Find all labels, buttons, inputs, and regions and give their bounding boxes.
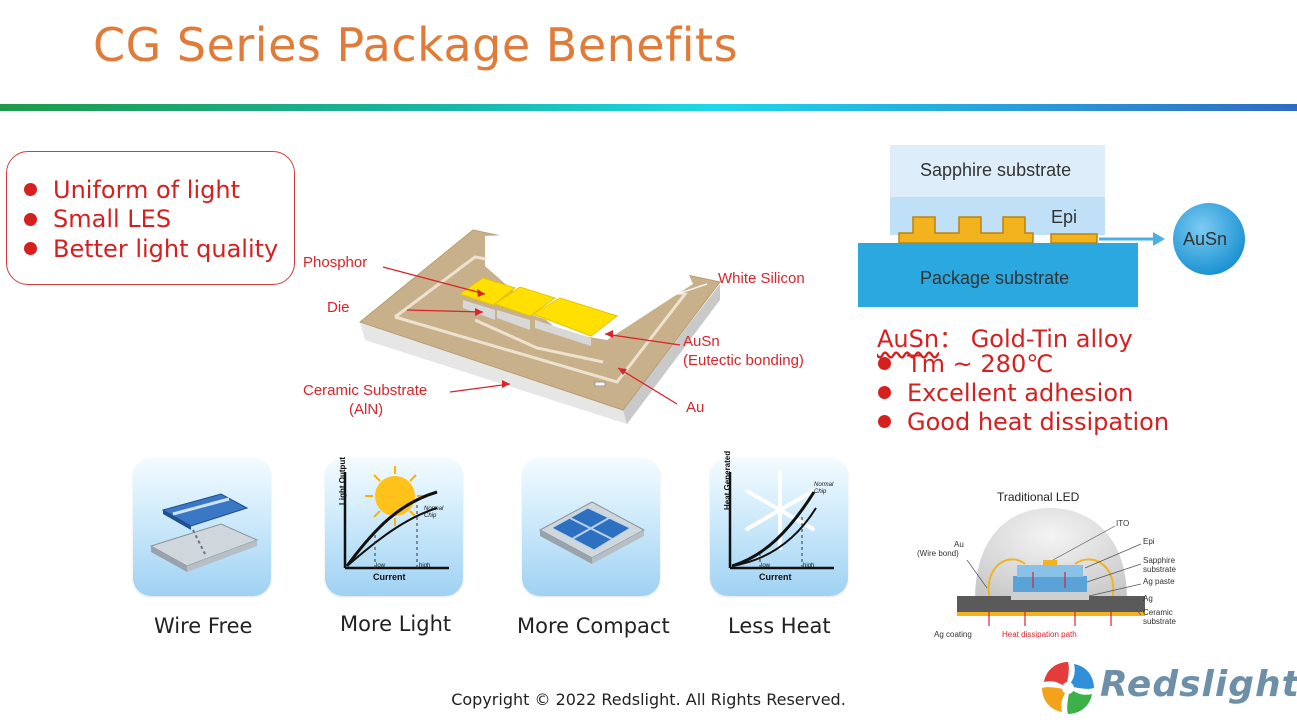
epi-label: Epi: [1051, 207, 1078, 227]
trad-label-ceramic-substrate: substrate: [1143, 617, 1176, 626]
ausn-definition: ： Gold-Tin alloy: [939, 325, 1133, 353]
less-heat-ylabel: Heat Generated: [723, 450, 732, 510]
trad-label-au: Au: [954, 540, 964, 549]
compact-icon: [522, 458, 660, 596]
trad-label-ag-coating: Ag coating: [934, 630, 972, 639]
ausn-item: Tm ~ 280℃: [878, 349, 1169, 378]
label-phosphor: Phosphor: [303, 254, 368, 271]
trad-label-sapphire-substrate: substrate: [1143, 565, 1176, 574]
redslight-logo-icon: [1038, 658, 1098, 718]
label-ausn: AuSn: [683, 333, 720, 350]
more-light-ylabel: Light Output: [338, 457, 347, 505]
ausn-item: Good heat dissipation: [878, 407, 1169, 436]
bullet-icon: [878, 357, 891, 370]
trad-label-heat-path: Heat dissipation path: [1002, 630, 1077, 639]
package-substrate-label: Package substrate: [920, 268, 1070, 288]
label-aln: (AlN): [349, 401, 384, 418]
benefit-item: Uniform of light: [24, 175, 278, 205]
label-ceramic: Ceramic Substrate: [303, 382, 428, 399]
copyright-text: Copyright © 2022 Redslight. All Rights R…: [451, 690, 846, 709]
benefits-box: [6, 151, 295, 285]
label-eutectic: (Eutectic bonding): [683, 352, 804, 369]
package-diagram: [358, 229, 721, 424]
feature-label-more-light: More Light: [340, 612, 452, 636]
label-die: Die: [327, 299, 350, 316]
ausn-bubble-label: AuSn: [1183, 229, 1228, 249]
sapphire-label: Sapphire substrate: [920, 160, 1072, 180]
ausn-term: AuSn: [877, 325, 940, 353]
label-white-silicon: White Silicon: [718, 270, 805, 287]
trad-label-epi: Epi: [1143, 537, 1155, 546]
cross-section-diagram: [858, 145, 1245, 307]
traditional-led-diagram: [905, 460, 1205, 648]
less-heat-high: high: [803, 563, 815, 569]
feature-label-less-heat: Less Heat: [728, 614, 831, 638]
benefits-list: Uniform of light Small LES Better light …: [24, 175, 278, 264]
feature-label-wire-free: Wire Free: [154, 614, 253, 638]
bullet-icon: [878, 386, 891, 399]
benefit-item: Small LES: [24, 205, 278, 235]
bullet-icon: [24, 212, 37, 226]
wire-free-icon: [133, 458, 271, 596]
trad-label-ceramic: Ceramic: [1143, 608, 1173, 617]
trad-label-ito: ITO: [1116, 519, 1130, 528]
ausn-heading: AuSn： Gold-Tin alloy: [877, 319, 1133, 354]
trad-label-ag: Ag: [1143, 594, 1153, 603]
more-light-icon: [325, 458, 463, 596]
more-light-curve-label: Normal Chip: [424, 506, 444, 519]
title-divider: [0, 104, 1297, 111]
label-au: Au: [686, 399, 705, 416]
bullet-icon: [24, 242, 37, 256]
benefit-item: Better light quality: [24, 234, 278, 264]
trad-label-wire-bond: (Wire bond): [917, 549, 959, 558]
trad-label-ag-paste: Ag paste: [1143, 577, 1175, 586]
ausn-properties-list: Tm ~ 280℃ Excellent adhesion Good heat d…: [878, 349, 1169, 436]
less-heat-icon: [710, 458, 848, 596]
less-heat-low: low: [761, 563, 771, 569]
feature-label-more-compact: More Compact: [517, 614, 670, 638]
ausn-item: Excellent adhesion: [878, 378, 1169, 407]
less-heat-curve-label: Normal Chip: [814, 482, 834, 495]
trad-label-sapphire: Sapphire: [1143, 556, 1176, 565]
less-heat-xlabel: Current: [759, 572, 792, 582]
more-light-high: high: [419, 563, 431, 569]
traditional-led-title: Traditional LED: [997, 490, 1080, 504]
page-title: CG Series Package Benefits: [93, 18, 739, 72]
redslight-logo-text: Redslight: [1100, 664, 1297, 705]
more-light-xlabel: Current: [373, 572, 406, 582]
bullet-icon: [24, 183, 37, 197]
bullet-icon: [878, 415, 891, 428]
more-light-low: low: [376, 563, 386, 569]
